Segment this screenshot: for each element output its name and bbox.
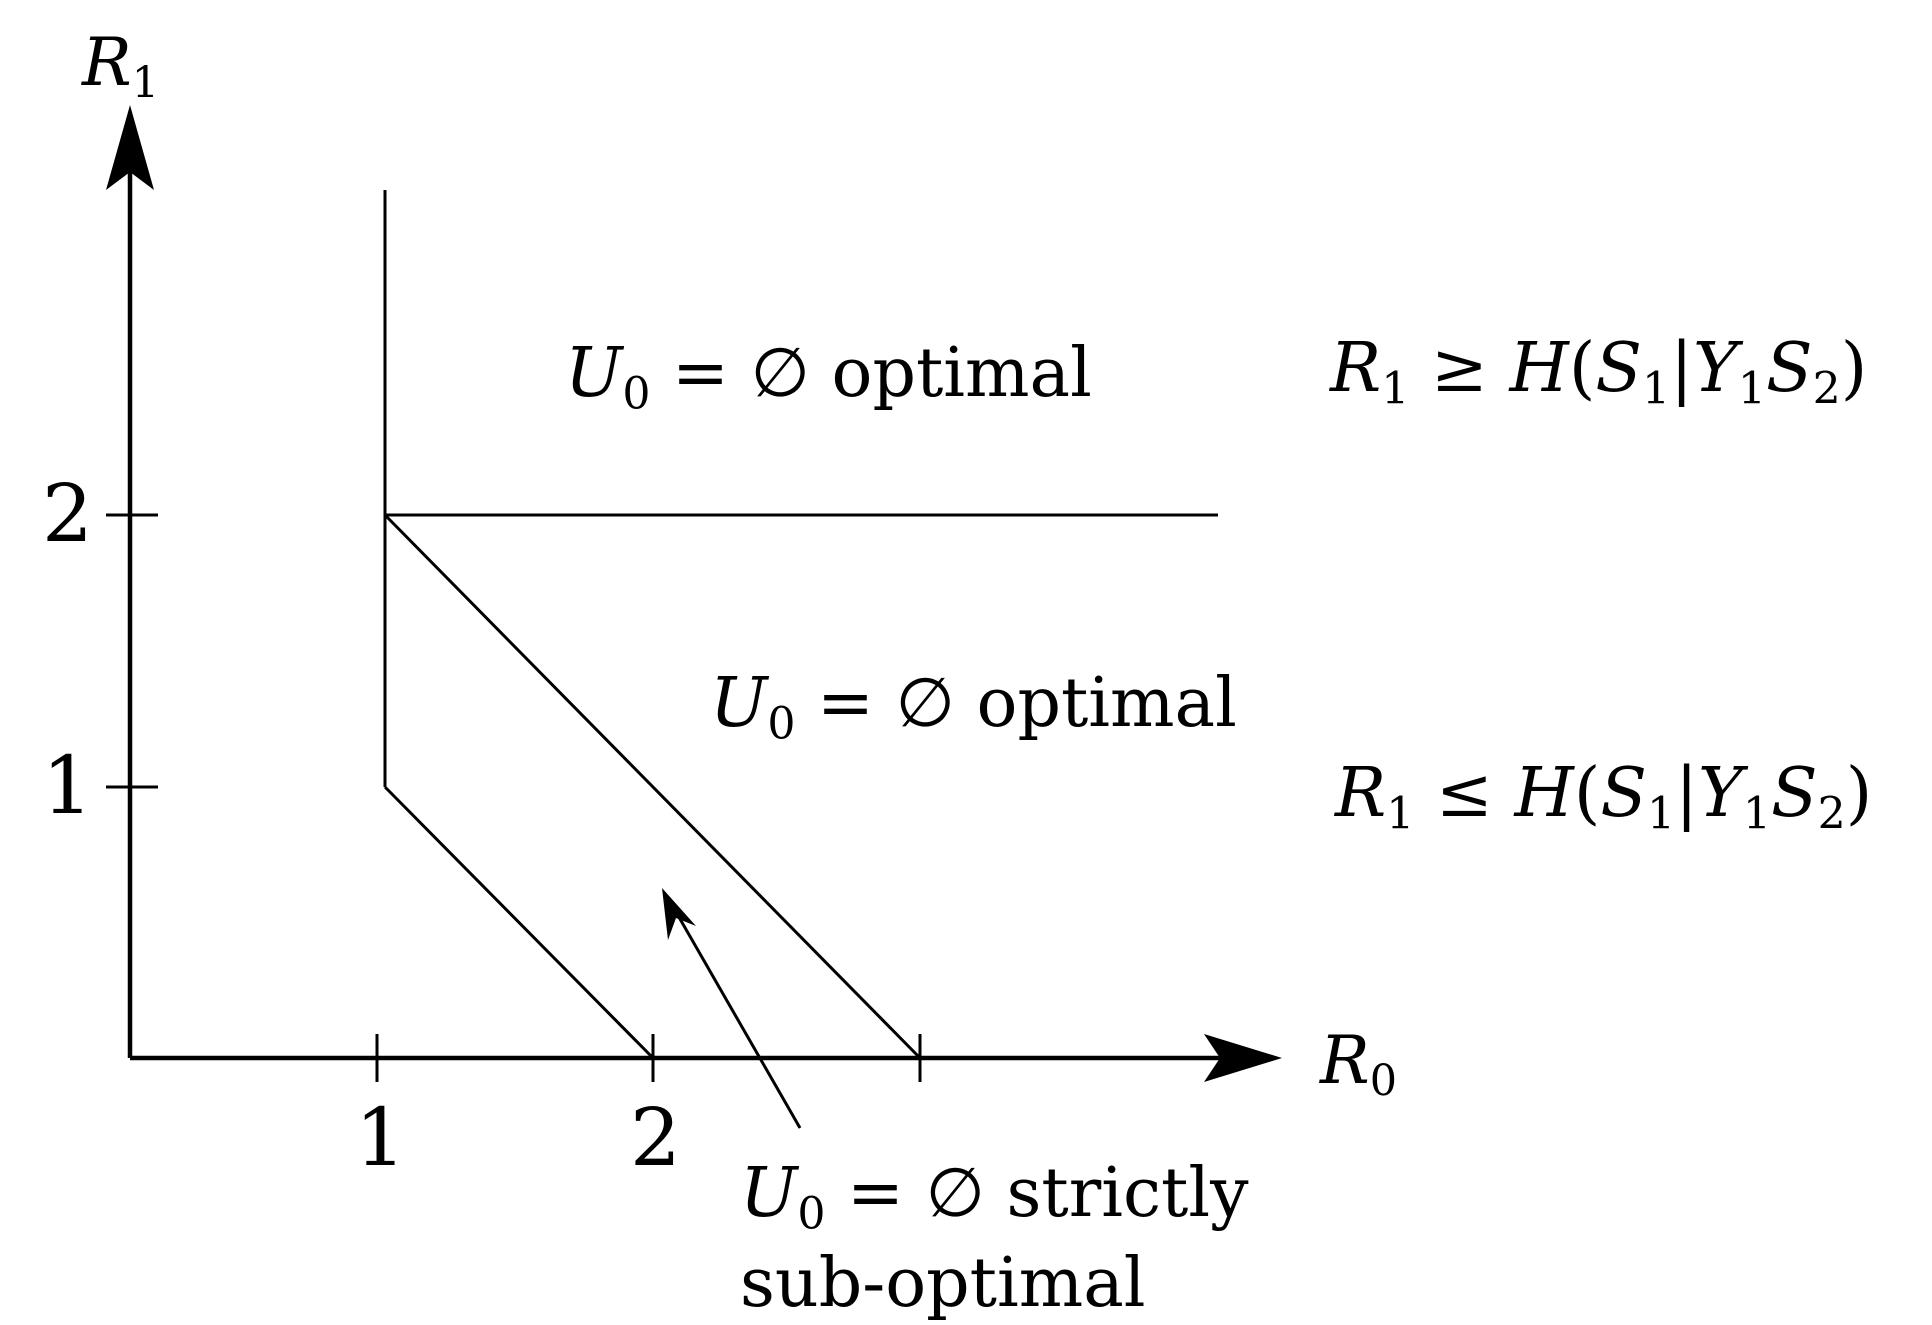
lower-diagonal-boundary (383, 785, 655, 1060)
lower-region-label: U0 = ∅ strictly (740, 1154, 1249, 1240)
x-axis-label: R0 (1320, 1022, 1397, 1106)
pointer-arrowhead (662, 888, 696, 940)
y-axis-label: R1 (82, 24, 159, 108)
y-tick-label-1: 1 (42, 739, 93, 832)
pointer-arrow-shaft (670, 904, 802, 1129)
y-tick-label-2: 2 (42, 467, 93, 560)
x-axis-arrowhead (1204, 1034, 1282, 1082)
upper-diagonal-boundary (383, 513, 922, 1060)
lower-region-label-line2: sub-optimal (740, 1244, 1146, 1323)
x-tick-label-1: 1 (355, 1091, 406, 1184)
upper-condition-label: R1 ≥ H(S1|Y1S2) (1330, 329, 1868, 415)
middle-region-label: U0 = ∅ optimal (710, 664, 1237, 750)
lower-condition-label: R1 ≤ H(S1|Y1S2) (1335, 754, 1873, 840)
y-axis-arrowhead (106, 105, 154, 190)
x-tick-label-2: 2 (630, 1091, 681, 1184)
upper-region-label: U0 = ∅ optimal (565, 334, 1092, 420)
